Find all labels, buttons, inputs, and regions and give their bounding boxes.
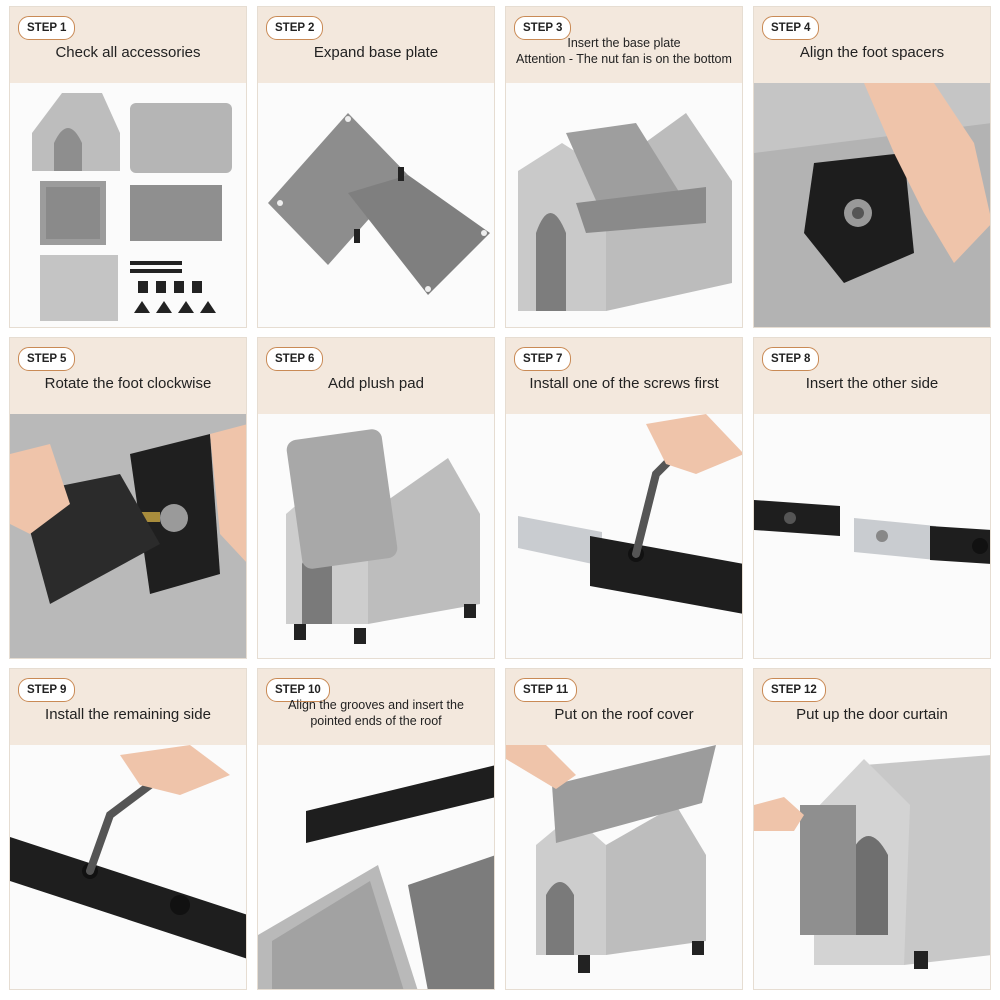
step-title: Install the remaining side <box>45 706 211 723</box>
step-title: Expand base plate <box>313 44 439 61</box>
step-7-photo-screw <box>506 414 742 658</box>
step-12-card: STEP 12 Put up the door curtain <box>753 668 991 990</box>
step-title: Add plush pad <box>328 375 424 392</box>
step-header: STEP 9 Install the remaining side <box>10 669 246 745</box>
step-title: Insert the base plate Attention - The nu… <box>510 35 738 67</box>
step-badge: STEP 12 <box>762 678 826 702</box>
step-5-card: STEP 5 Rotate the foot clockwise <box>9 337 247 659</box>
step-5-photo-rotate-foot <box>10 414 246 658</box>
step-title: Align the grooves and insert the pointed… <box>262 697 490 729</box>
step-8-card: STEP 8 Insert the other side <box>753 337 991 659</box>
step-8-photo-insert-side <box>754 414 990 658</box>
step-11-card: STEP 11 Put on the roof cover <box>505 668 743 990</box>
step-badge: STEP 1 <box>18 16 76 40</box>
step-title: Put on the roof cover <box>554 706 694 723</box>
step-10-photo-roof-grooves <box>258 745 494 989</box>
step-badge: STEP 7 <box>514 347 572 371</box>
step-6-photo-plush-pad <box>258 414 494 658</box>
step-11-photo-roof-cover <box>506 745 742 989</box>
step-1-card: STEP 1 Check all accessories <box>9 6 247 328</box>
step-title: Align the foot spacers <box>799 44 945 61</box>
step-4-photo-foot-spacer <box>754 83 990 327</box>
step-6-card: STEP 6 Add plush pad <box>257 337 495 659</box>
step-badge: STEP 11 <box>514 678 578 702</box>
step-header: STEP 12 Put up the door curtain <box>754 669 990 745</box>
step-title-line-2: pointed ends of the roof <box>310 714 442 728</box>
step-badge: STEP 4 <box>762 16 820 40</box>
step-title-line-2: Attention - The nut fan is on the bottom <box>516 52 732 66</box>
step-badge: STEP 10 <box>266 678 330 702</box>
step-title: Insert the other side <box>805 375 939 392</box>
step-title: Rotate the foot clockwise <box>44 375 212 392</box>
step-9-photo-remaining-side <box>10 745 246 989</box>
step-badge: STEP 2 <box>266 16 324 40</box>
step-12-photo-door-curtain <box>754 745 990 989</box>
step-title: Install one of the screws first <box>529 375 719 392</box>
step-title-line-1: Insert the base plate <box>567 36 681 50</box>
step-header: STEP 10 Align the grooves and insert the… <box>258 669 494 745</box>
step-badge: STEP 9 <box>18 678 76 702</box>
step-3-card: STEP 3 Insert the base plate Attention -… <box>505 6 743 328</box>
step-header: STEP 11 Put on the roof cover <box>506 669 742 745</box>
step-9-card: STEP 9 Install the remaining side <box>9 668 247 990</box>
step-1-photo-accessories <box>10 83 246 327</box>
step-title: Check all accessories <box>55 44 201 61</box>
step-header: STEP 2 Expand base plate <box>258 7 494 83</box>
step-2-photo-base-plate <box>258 83 494 327</box>
step-header: STEP 4 Align the foot spacers <box>754 7 990 83</box>
step-3-photo-house-base <box>506 83 742 327</box>
step-badge: STEP 5 <box>18 347 76 371</box>
step-title-line-1: Align the grooves and insert the <box>288 698 464 712</box>
step-header: STEP 3 Insert the base plate Attention -… <box>506 7 742 83</box>
step-badge: STEP 6 <box>266 347 324 371</box>
step-7-card: STEP 7 Install one of the screws first <box>505 337 743 659</box>
step-badge: STEP 3 <box>514 16 572 40</box>
step-header: STEP 8 Insert the other side <box>754 338 990 414</box>
step-4-card: STEP 4 Align the foot spacers <box>753 6 991 328</box>
step-header: STEP 1 Check all accessories <box>10 7 246 83</box>
step-title: Put up the door curtain <box>796 706 948 723</box>
step-header: STEP 7 Install one of the screws first <box>506 338 742 414</box>
step-header: STEP 6 Add plush pad <box>258 338 494 414</box>
step-header: STEP 5 Rotate the foot clockwise <box>10 338 246 414</box>
step-2-card: STEP 2 Expand base plate <box>257 6 495 328</box>
step-10-card: STEP 10 Align the grooves and insert the… <box>257 668 495 990</box>
step-badge: STEP 8 <box>762 347 820 371</box>
